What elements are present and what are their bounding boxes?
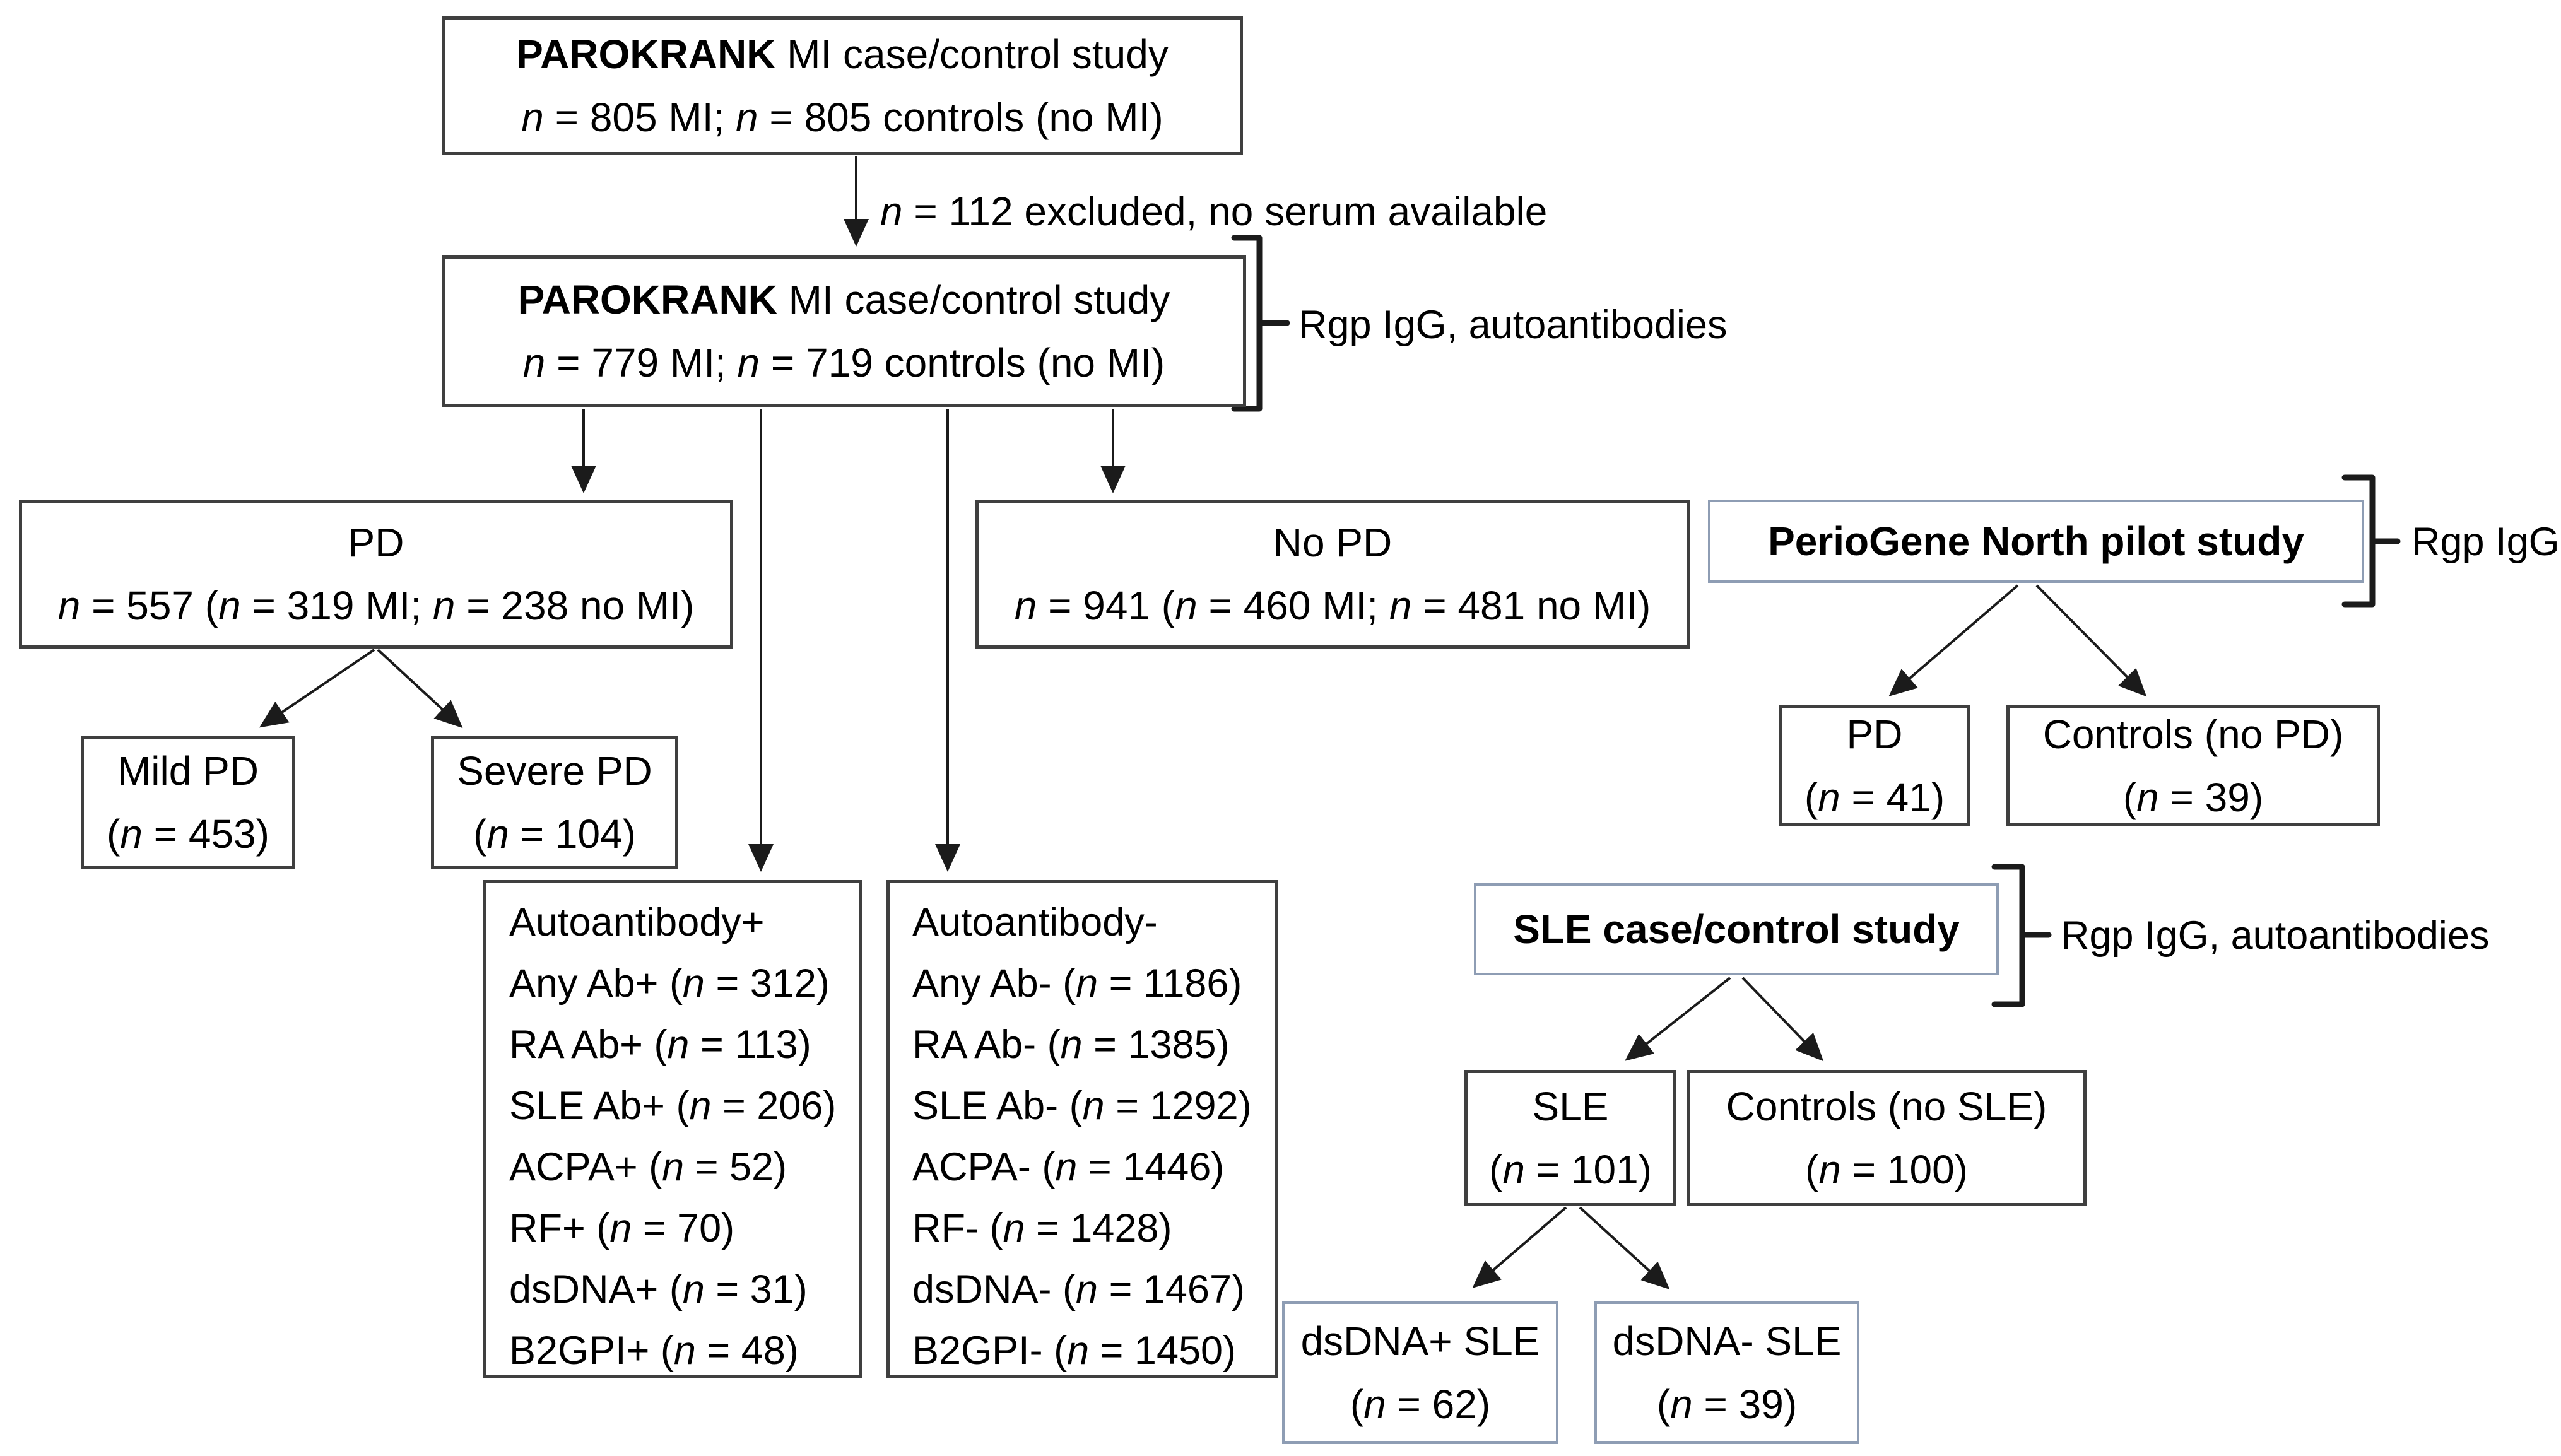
brace-label-periogene: Rgp IgG [2411, 520, 2560, 564]
ab-neg-line: dsDNA- (n = 1467) [912, 1267, 1245, 1312]
box-dsdna-pos-title: dsDNA+ SLE [1300, 1318, 1540, 1364]
box-parokrank-full-title: PAROKRANK MI case/control study [516, 23, 1169, 86]
box-sle-controls: Controls (no SLE) (n = 100) [1687, 1070, 2087, 1206]
arrow-pd-to-severe [377, 649, 463, 729]
ab-neg-line: RF- (n = 1428) [912, 1206, 1172, 1250]
brace-label-sle: Rgp IgG, autoantibodies [2061, 913, 2490, 958]
ab-pos-line: Any Ab+ (n = 312) [509, 961, 830, 1006]
box-sle-title: SLE [1532, 1084, 1609, 1129]
box-periogene: PerioGene North pilot study [1708, 500, 2364, 583]
box-autoantibody-pos: Autoantibody+ Any Ab+ (n = 312) RA Ab+ (… [483, 880, 862, 1378]
arrow-slestudy-to-sle [1625, 977, 1731, 1061]
box-sle-study: SLE case/control study [1474, 883, 1999, 975]
arrow-periogene-to-controls [2035, 584, 2147, 697]
box-periogene-controls-title: Controls (no PD) [2042, 712, 2344, 757]
arrow-periogene-to-pd [1888, 584, 2019, 696]
ab-pos-line: dsDNA+ (n = 31) [509, 1267, 808, 1312]
box-autoantibody-neg-title: Autoantibody- [912, 900, 1158, 944]
ab-pos-line: B2GPI+ (n = 48) [509, 1329, 799, 1373]
box-sle-controls-stats: (n = 100) [1805, 1147, 1968, 1192]
arrow-pd-to-mild [259, 649, 375, 728]
arrow-sle-to-dsdnaneg [1579, 1206, 1670, 1290]
box-parokrank-full: PAROKRANK MI case/control study n = 805 … [442, 16, 1243, 155]
box-severe-pd-title: Severe PD [457, 748, 652, 794]
box-mild-pd-stats: (n = 453) [107, 811, 269, 857]
box-dsdna-neg-stats: (n = 39) [1656, 1382, 1798, 1427]
box-dsdna-neg: dsDNA- SLE (n = 39) [1594, 1301, 1859, 1444]
box-sle-stats: (n = 101) [1489, 1147, 1652, 1192]
parokrank-full-title-rest: MI case/control study [775, 32, 1169, 77]
box-severe-pd-stats: (n = 104) [473, 811, 636, 857]
box-no-pd-stats: n = 941 (n = 460 MI; n = 481 no MI) [1014, 583, 1651, 628]
box-sle: SLE (n = 101) [1464, 1070, 1676, 1206]
box-parokrank-full-stats: n = 805 MI; n = 805 controls (no MI) [521, 95, 1163, 140]
box-parokrank-serum: PAROKRANK MI case/control study n = 779 … [442, 255, 1246, 407]
ab-neg-line: B2GPI- (n = 1450) [912, 1329, 1237, 1373]
box-dsdna-pos-stats: (n = 62) [1350, 1382, 1491, 1427]
brace-label-parokrank: Rgp IgG, autoantibodies [1298, 303, 1728, 347]
brace-sle [1991, 864, 2052, 1007]
ab-pos-line: SLE Ab+ (n = 206) [509, 1084, 837, 1128]
box-periogene-title: PerioGene North pilot study [1768, 519, 2304, 564]
box-periogene-pd-stats: (n = 41) [1804, 775, 1945, 820]
box-periogene-controls: Controls (no PD) (n = 39) [2006, 705, 2380, 826]
parokrank-serum-title-rest: MI case/control study [777, 277, 1170, 322]
box-pd: PD n = 557 (n = 319 MI; n = 238 no MI) [19, 500, 733, 649]
ab-neg-line: SLE Ab- (n = 1292) [912, 1084, 1252, 1128]
parokrank-full-title-bold: PAROKRANK [516, 32, 776, 77]
ab-pos-line: RA Ab+ (n = 113) [509, 1023, 811, 1067]
box-sle-study-title: SLE case/control study [1513, 907, 1960, 952]
parokrank-serum-title-bold: PAROKRANK [517, 277, 777, 322]
box-parokrank-serum-stats: n = 779 MI; n = 719 controls (no MI) [522, 340, 1165, 385]
ab-neg-line: Any Ab- (n = 1186) [912, 961, 1242, 1006]
box-severe-pd: Severe PD (n = 104) [431, 736, 678, 869]
box-no-pd: No PD n = 941 (n = 460 MI; n = 481 no MI… [975, 500, 1690, 649]
ab-neg-line: RA Ab- (n = 1385) [912, 1023, 1230, 1067]
box-autoantibody-neg: Autoantibody- Any Ab- (n = 1186) RA Ab- … [886, 880, 1278, 1378]
box-no-pd-title: No PD [1273, 520, 1392, 565]
excluded-note: n = 112 excluded, no serum available [880, 189, 1548, 234]
box-mild-pd-title: Mild PD [117, 748, 259, 794]
arrow-slestudy-to-controls [1741, 977, 1824, 1062]
ab-pos-line: RF+ (n = 70) [509, 1206, 735, 1250]
box-mild-pd: Mild PD (n = 453) [81, 736, 295, 869]
box-autoantibody-pos-title: Autoantibody+ [509, 900, 765, 944]
box-periogene-pd-title: PD [1846, 712, 1903, 757]
brace-periogene [2341, 474, 2401, 608]
box-parokrank-serum-title: PAROKRANK MI case/control study [518, 268, 1170, 331]
arrow-sle-to-dsdnapos [1472, 1206, 1567, 1288]
box-dsdna-neg-title: dsDNA- SLE [1612, 1318, 1842, 1364]
ab-pos-line: ACPA+ (n = 52) [509, 1145, 787, 1189]
box-periogene-pd: PD (n = 41) [1779, 705, 1970, 826]
box-pd-title: PD [348, 520, 404, 565]
box-dsdna-pos: dsDNA+ SLE (n = 62) [1282, 1301, 1558, 1444]
box-pd-stats: n = 557 (n = 319 MI; n = 238 no MI) [57, 583, 695, 628]
ab-neg-line: ACPA- (n = 1446) [912, 1145, 1225, 1189]
box-periogene-controls-stats: (n = 39) [2122, 775, 2264, 820]
brace-parokrank [1231, 235, 1290, 412]
box-sle-controls-title: Controls (no SLE) [1726, 1084, 2047, 1129]
